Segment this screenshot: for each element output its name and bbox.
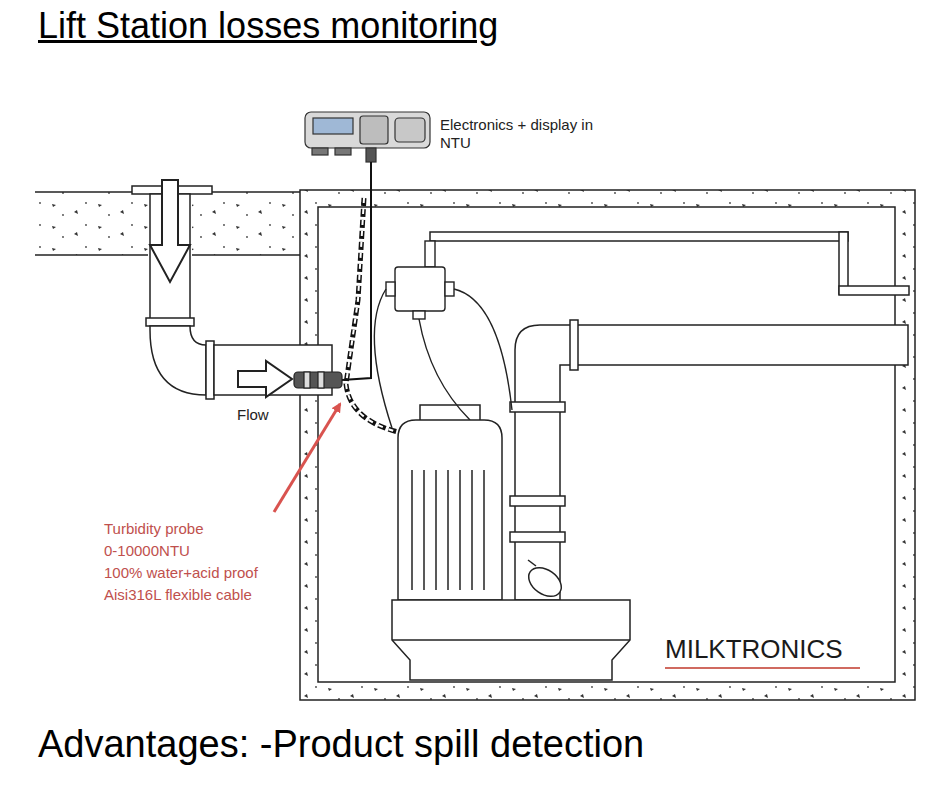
probe-range-holder: 0-10000NTU (104, 542, 190, 560)
submersible-pump-part (483, 470, 485, 590)
probe-spec-holder: 100% water+acid proof (104, 564, 258, 582)
turbidity-probe (294, 372, 342, 388)
discharge-pipe-part (570, 320, 578, 370)
junction-box-part (386, 282, 395, 296)
caption-holder: Advantages: -Product spill detection (38, 722, 644, 768)
device-label: Electronics + display in NTU (440, 116, 615, 152)
probe-cable-holder: Aisi316L flexible cable (104, 586, 252, 604)
submersible-pump-part (528, 560, 536, 566)
probe-label-holder: Turbidity probe (104, 520, 204, 538)
page-title: Lift Station losses monitoring (38, 4, 498, 47)
red-callout-arrow-part (274, 404, 340, 512)
red-callout-arrow (274, 404, 340, 512)
concrete-slab-part (192, 192, 300, 255)
pit-walls-part (300, 190, 915, 700)
junction-box-part (454, 289, 512, 410)
submersible-pump-part (423, 470, 425, 590)
submersible-pump-part (398, 420, 502, 600)
electronics-unit-part (335, 148, 351, 155)
probe-cable: Aisi316L flexible cable (104, 586, 252, 604)
turbidity-probe-part (304, 372, 310, 388)
cable-and-chain-part (346, 198, 398, 432)
concrete-slab-part (35, 254, 148, 255)
electronics-unit-part (312, 148, 328, 155)
probe-label: Turbidity probe (104, 520, 204, 538)
flow-label-holder: Flow (237, 406, 269, 424)
discharge-pipe-part (510, 532, 565, 542)
electronics-unit-part (305, 112, 430, 148)
electronics-unit (305, 112, 430, 162)
logo-underline (665, 668, 860, 669)
discharge-pipe-part (839, 232, 848, 294)
submersible-pump-part (411, 470, 413, 590)
submersible-pump-part (447, 470, 449, 590)
junction-box-part (374, 289, 392, 428)
inlet-pipe-part (238, 361, 292, 397)
cable-and-chain-part (342, 162, 371, 380)
submersible-pump-part (420, 405, 480, 420)
inlet-pipe-part (146, 318, 194, 326)
caption: Advantages: -Product spill detection (38, 722, 644, 768)
inlet-pipe-part (150, 326, 206, 395)
concrete-slab-part (192, 254, 300, 255)
submersible-pump-part (523, 562, 566, 602)
page-title-holder: Lift Station losses monitoring (38, 4, 498, 47)
submersible-pump-part (392, 600, 630, 680)
junction-box-part (395, 267, 445, 311)
inlet-pipe-part (150, 180, 190, 282)
concrete-slab-part (35, 191, 148, 192)
turbidity-probe-part (318, 372, 324, 388)
junction-box (374, 241, 512, 428)
submersible-pump-part (471, 470, 473, 590)
submersible-pump (392, 405, 630, 680)
submersible-pump-part (459, 470, 461, 590)
probe-range: 0-10000NTU (104, 542, 190, 560)
electronics-unit-part (360, 116, 388, 144)
submersible-pump-part (435, 470, 437, 590)
flow-label: Flow (237, 406, 269, 424)
submersible-pump-part (392, 639, 630, 641)
brand-logo: MILKTRONICS (665, 634, 843, 665)
pit-walls (300, 190, 915, 700)
cable-and-chain-part (346, 198, 398, 432)
inlet-pipe-part (206, 341, 214, 399)
device-label-holder: Electronics + display in NTU (440, 116, 615, 152)
inlet-pipe (132, 180, 332, 399)
brand-logo-holder: MILKTRONICS (665, 634, 843, 665)
discharge-pipe-part (510, 496, 565, 506)
electronics-unit-part (366, 148, 376, 162)
discharge-pipe-part (430, 232, 848, 241)
concrete-slab-part (35, 192, 148, 255)
electronics-unit-part (395, 118, 425, 142)
turbidity-probe-part (294, 372, 342, 388)
discharge-pipe-part (839, 286, 909, 295)
junction-box-part (425, 241, 435, 267)
electronics-unit-part (313, 118, 353, 134)
discharge-pipe-part (510, 402, 565, 412)
probe-spec: 100% water+acid proof (104, 564, 258, 582)
junction-box-part (445, 282, 454, 296)
logo-underline-part (665, 667, 860, 669)
cable-and-chain (342, 162, 398, 432)
junction-box-part (413, 311, 425, 319)
